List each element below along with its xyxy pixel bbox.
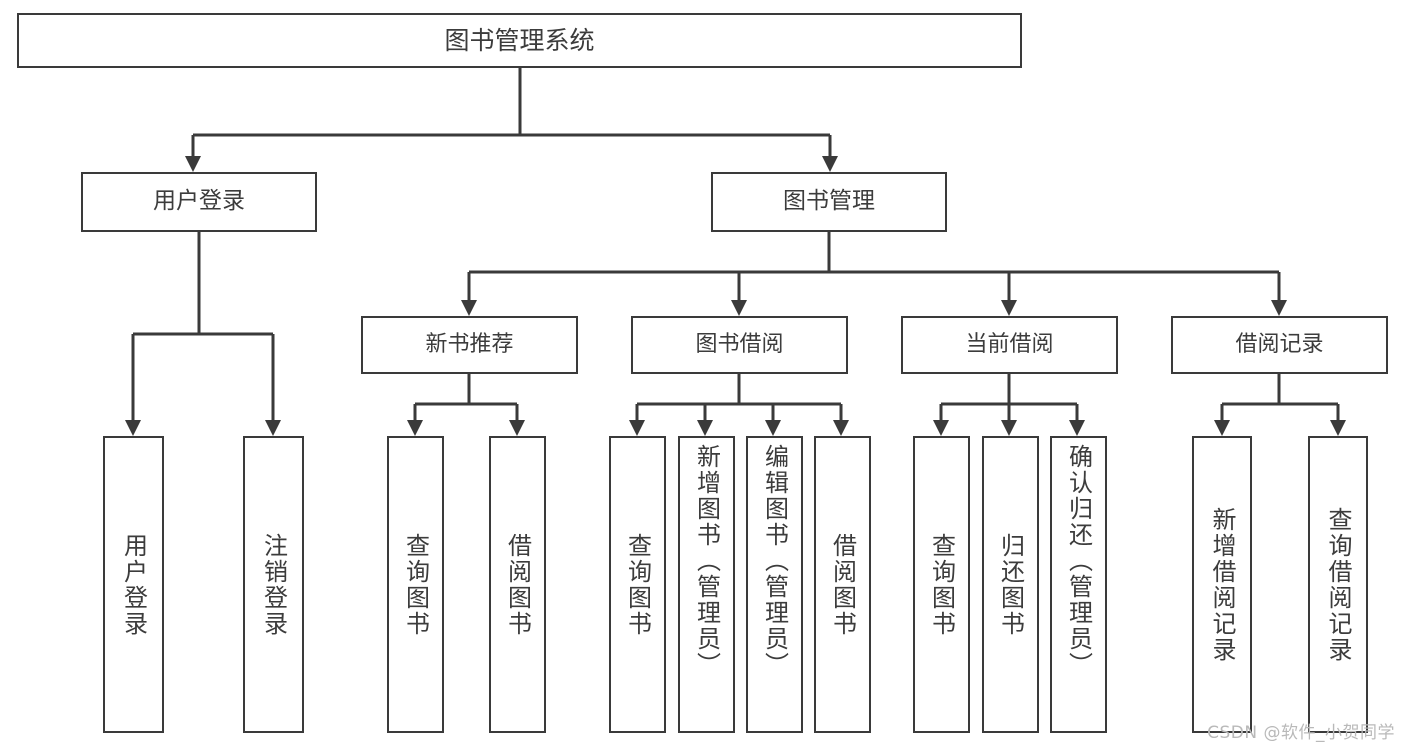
leaf-confirm-return[interactable]: 确认归还（管理员） — [1050, 436, 1107, 733]
leaf-label: 新增图书（管理员） — [692, 444, 721, 678]
leaf-return-book[interactable]: 归还图书 — [982, 436, 1039, 733]
node-book-borrow[interactable]: 图书借阅 — [631, 316, 848, 374]
leaf-label: 新增借阅记录 — [1208, 506, 1236, 663]
leaf-label: 确认归还（管理员） — [1064, 444, 1093, 678]
leaf-user-login[interactable]: 用户登录 — [103, 436, 164, 733]
leaf-query-borrow-record[interactable]: 查询借阅记录 — [1308, 436, 1368, 733]
leaf-borrow-book-2[interactable]: 借阅图书 — [814, 436, 871, 733]
leaf-label: 注销登录 — [259, 532, 288, 637]
leaf-label: 查询图书 — [623, 532, 652, 637]
leaf-query-book-2[interactable]: 查询图书 — [609, 436, 666, 733]
leaf-user-logout[interactable]: 注销登录 — [243, 436, 304, 733]
leaf-label: 借阅图书 — [828, 532, 857, 637]
leaf-edit-book[interactable]: 编辑图书（管理员） — [746, 436, 803, 733]
leaf-label: 查询图书 — [401, 532, 430, 637]
leaf-query-book-3[interactable]: 查询图书 — [913, 436, 970, 733]
leaf-label: 查询图书 — [927, 532, 956, 637]
leaf-label: 借阅图书 — [503, 532, 532, 637]
csdn-watermark: CSDN @软件_小贺同学 — [1207, 723, 1395, 743]
node-new-book-recommend[interactable]: 新书推荐 — [361, 316, 578, 374]
leaf-borrow-book-1[interactable]: 借阅图书 — [489, 436, 546, 733]
leaf-label: 归还图书 — [996, 532, 1025, 637]
leaf-label: 用户登录 — [119, 532, 148, 637]
node-user-login[interactable]: 用户登录 — [81, 172, 317, 232]
leaf-add-borrow-record[interactable]: 新增借阅记录 — [1192, 436, 1252, 733]
leaf-query-book-1[interactable]: 查询图书 — [387, 436, 444, 733]
leaf-label: 编辑图书（管理员） — [760, 444, 789, 678]
node-borrow-record[interactable]: 借阅记录 — [1171, 316, 1388, 374]
node-current-borrow[interactable]: 当前借阅 — [901, 316, 1118, 374]
node-book-manage[interactable]: 图书管理 — [711, 172, 947, 232]
leaf-add-book[interactable]: 新增图书（管理员） — [678, 436, 735, 733]
leaf-label: 查询借阅记录 — [1324, 506, 1352, 663]
node-root[interactable]: 图书管理系统 — [17, 13, 1022, 68]
